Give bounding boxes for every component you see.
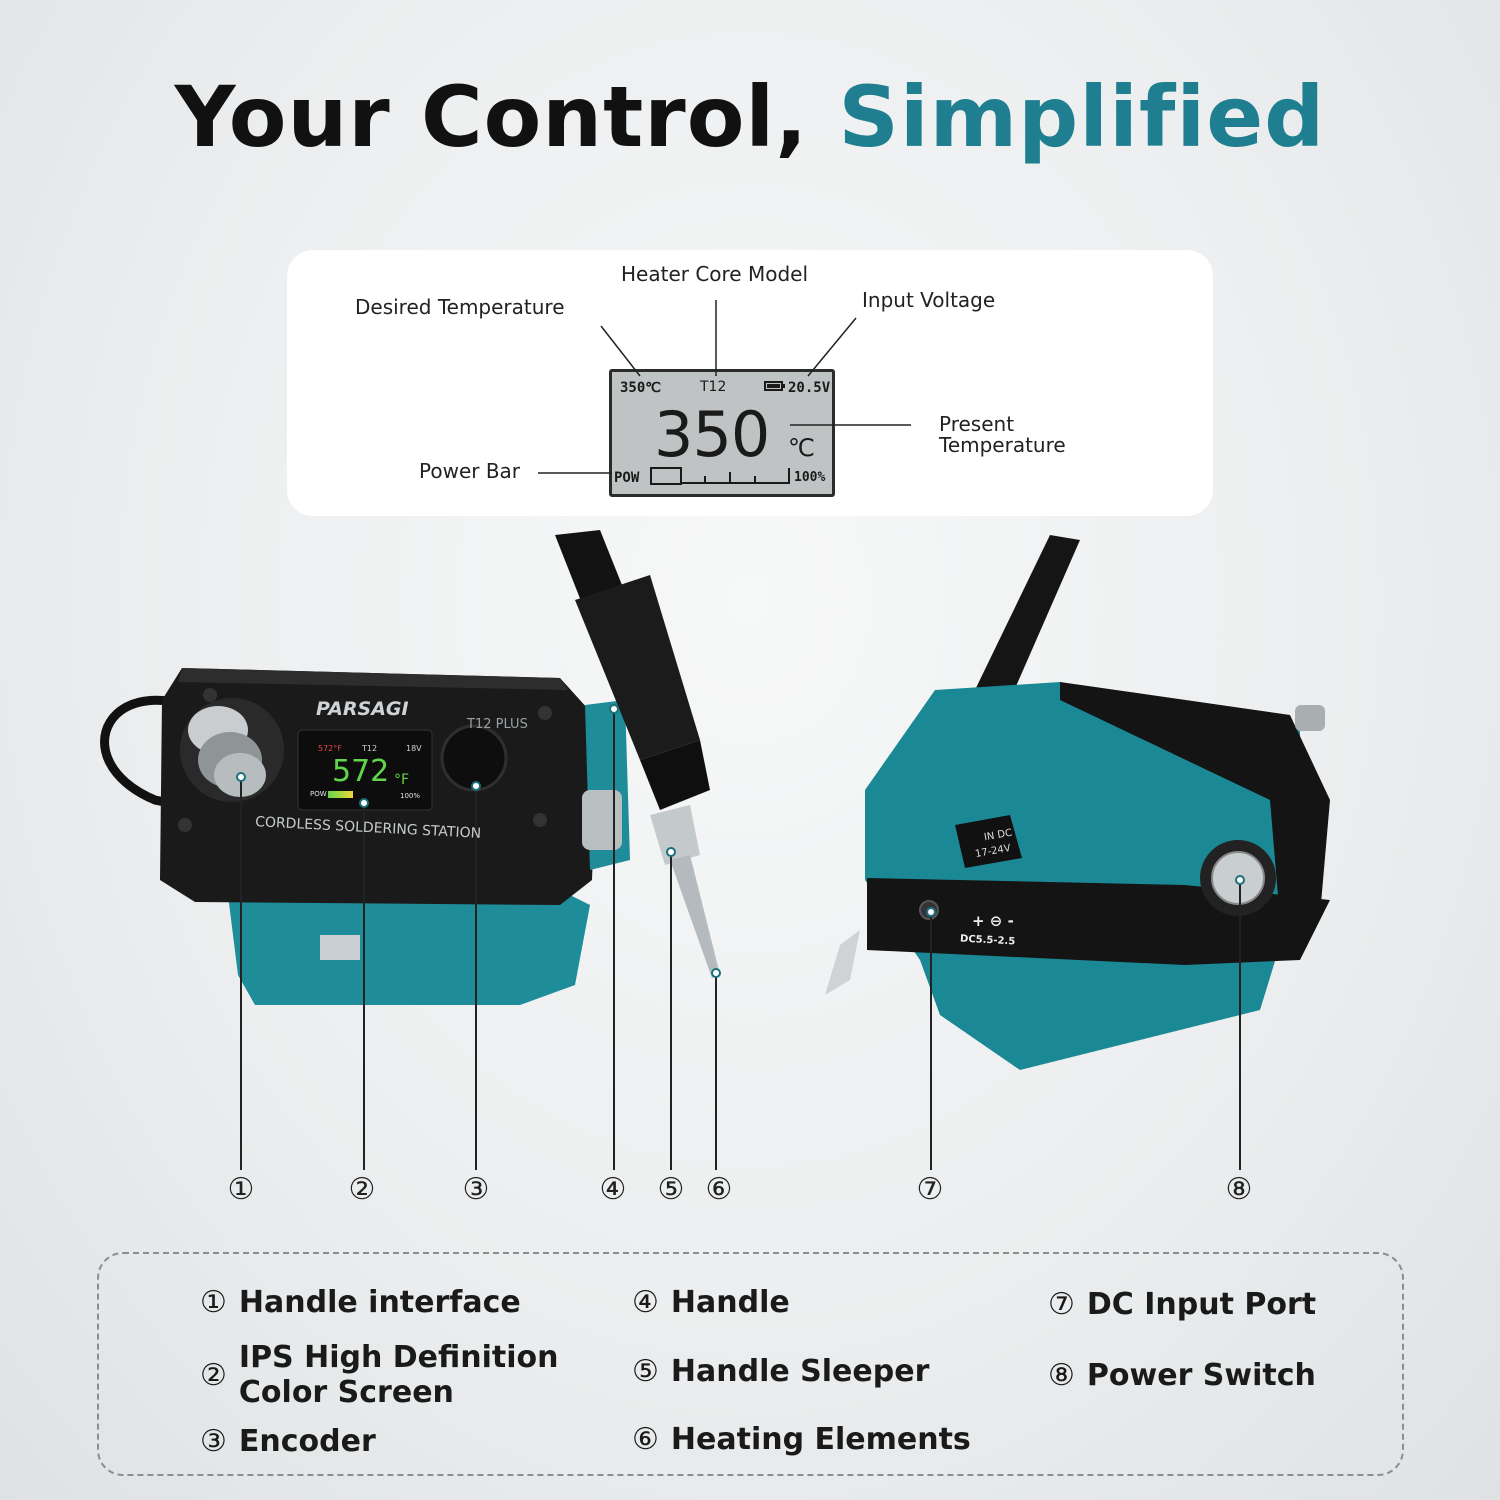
callout-number-8: ⑧ bbox=[1225, 1172, 1253, 1207]
handle-sleeper bbox=[650, 805, 700, 865]
callout-present-temperature-line1: Present bbox=[939, 412, 1015, 436]
callout-present-temperature-line2: Temperature bbox=[939, 433, 1066, 457]
screen-set-temp: 572°F bbox=[318, 744, 342, 753]
right-teal-body bbox=[865, 682, 1300, 1070]
lcd-voltage: 20.5V bbox=[788, 380, 831, 396]
battery-icon bbox=[764, 380, 786, 396]
page-title: Your Control, Simplified bbox=[0, 68, 1500, 166]
title-main: Your Control, bbox=[174, 68, 839, 166]
left-base-latch bbox=[320, 935, 360, 960]
callout-input-voltage: Input Voltage bbox=[862, 288, 996, 312]
lcd-unit: ℃ bbox=[788, 434, 815, 462]
right-handle bbox=[975, 535, 1080, 700]
screen-pow-bar bbox=[328, 791, 353, 798]
callout-power-bar: Power Bar bbox=[419, 459, 521, 483]
lcd-present-temp: 350 bbox=[654, 398, 770, 471]
screen-voltage: 18V bbox=[406, 744, 422, 753]
title-accent: Simplified bbox=[838, 68, 1326, 166]
callout-number-4: ④ bbox=[599, 1172, 627, 1207]
legend-box bbox=[97, 1252, 1404, 1476]
lcd-pow-label: POW bbox=[614, 470, 640, 486]
lcd-screen: 350℃ T12 20.5V 350 ℃ POW 100% bbox=[609, 369, 835, 497]
model-label: T12 PLUS bbox=[467, 717, 528, 732]
lcd-pow-percent: 100% bbox=[794, 470, 826, 485]
callout-number-3: ③ bbox=[462, 1172, 490, 1207]
heating-element bbox=[670, 855, 720, 978]
callout-number-7: ⑦ bbox=[916, 1172, 944, 1207]
lcd-set-temp: 350℃ bbox=[620, 380, 662, 396]
lcd-callout-lines bbox=[538, 300, 911, 474]
encoder-knob bbox=[440, 724, 508, 792]
left-base bbox=[228, 890, 590, 1005]
lcd-core-model: T12 bbox=[700, 379, 727, 395]
callout-number-6: ⑥ bbox=[705, 1172, 733, 1207]
input-label-plate bbox=[955, 815, 1022, 868]
screen-temp: 572 bbox=[332, 754, 390, 789]
callout-desired-temperature: Desired Temperature bbox=[355, 295, 565, 319]
lcd-power-bar bbox=[650, 467, 790, 485]
screen-unit: °F bbox=[394, 772, 410, 788]
handle-interface-connector bbox=[180, 698, 284, 802]
screen-pow-label: POW bbox=[310, 790, 327, 798]
brand-logo: PARSAGI bbox=[316, 698, 409, 720]
right-tip bbox=[825, 930, 860, 995]
callout-number-5: ⑤ bbox=[657, 1172, 685, 1207]
callout-number-1: ① bbox=[227, 1172, 255, 1207]
screen-pow-percent: 100% bbox=[400, 792, 421, 800]
callout-heater-core-model: Heater Core Model bbox=[621, 262, 809, 286]
device-callout-lines bbox=[240, 709, 1241, 1170]
dc-polarity-symbol: + ⊖ - bbox=[972, 912, 1014, 930]
handle-holder bbox=[582, 790, 622, 850]
callout-number-2: ② bbox=[348, 1172, 376, 1207]
screen-core: T12 bbox=[362, 744, 378, 753]
